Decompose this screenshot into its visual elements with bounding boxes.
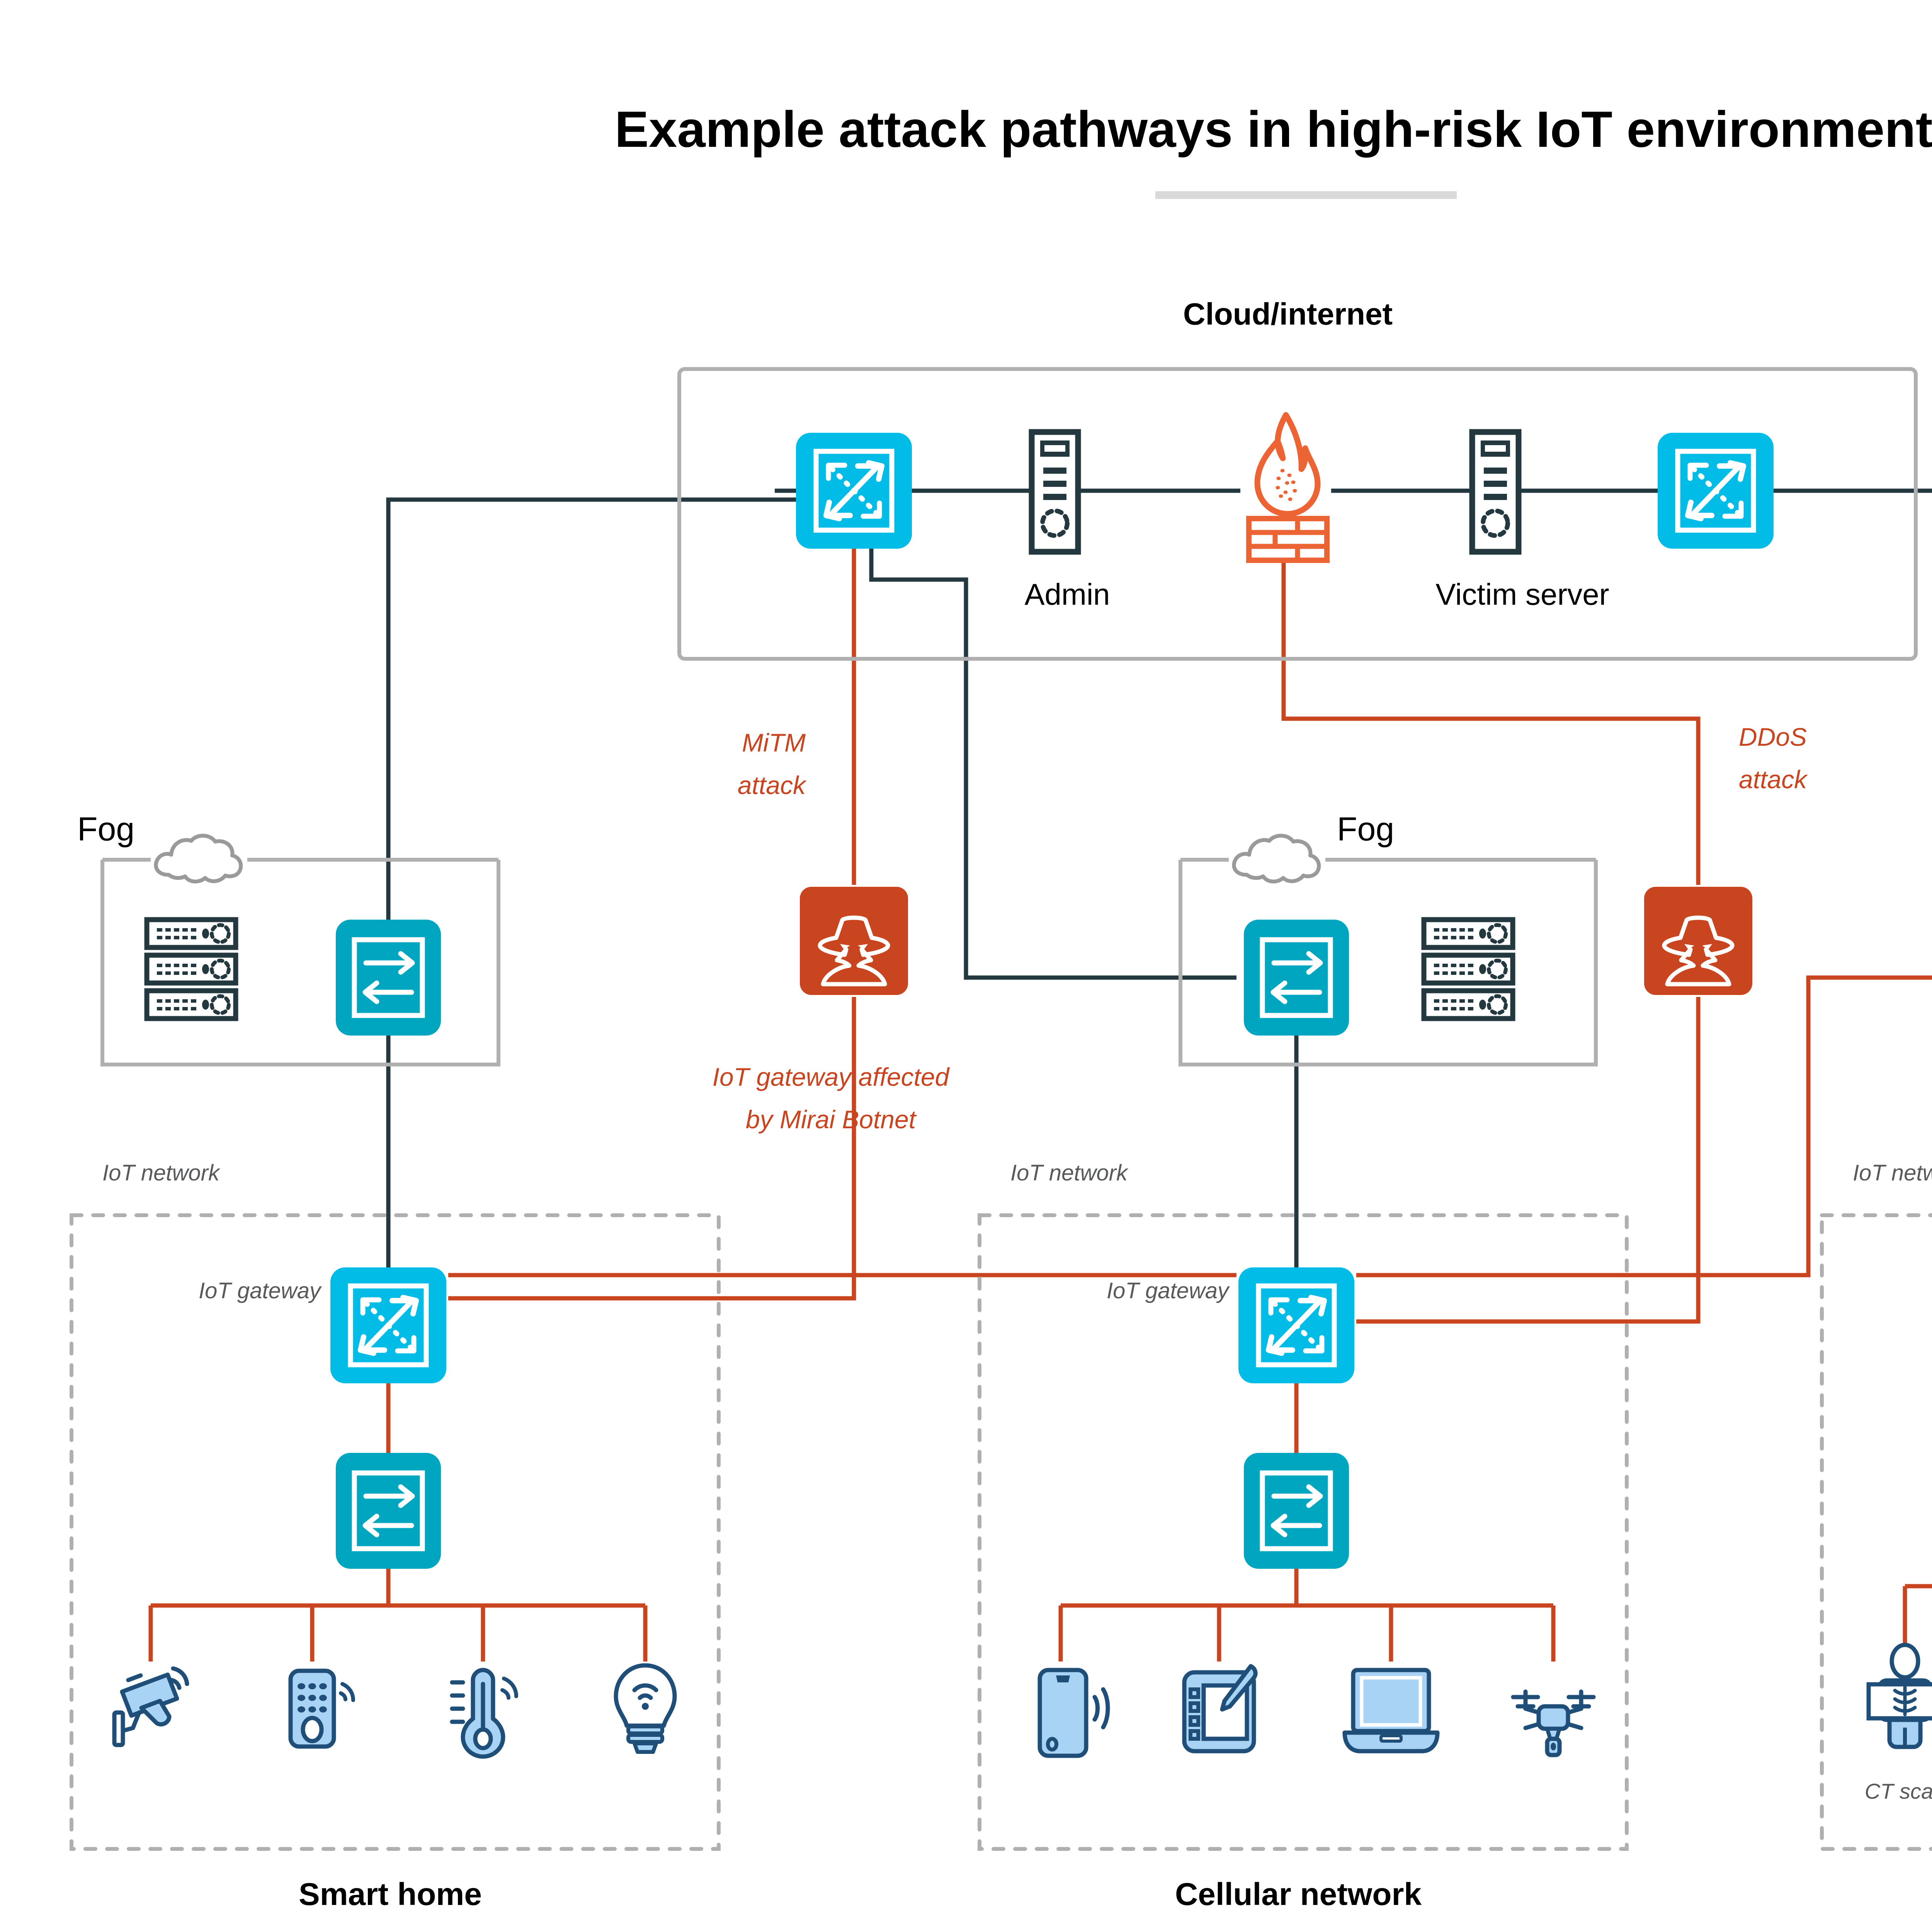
admin-server-icon[interactable] bbox=[1032, 432, 1078, 552]
cellular-iot-gateway[interactable] bbox=[1238, 1267, 1354, 1383]
device-graphics-tablet[interactable] bbox=[1184, 1666, 1255, 1751]
healthcare-network: IoT network IoT gateway CT scan Ultrasou… bbox=[1820, 1160, 1932, 1851]
ddos-label-line1: DDoS bbox=[1739, 723, 1807, 751]
cellular-switch[interactable] bbox=[1244, 1453, 1349, 1569]
device-tree-cellular bbox=[1058, 1569, 1556, 1662]
device-laptop[interactable] bbox=[1345, 1670, 1437, 1751]
smart-home-network-label: IoT network bbox=[102, 1160, 221, 1185]
device-smartphone[interactable] bbox=[1040, 1670, 1108, 1756]
smart-home-boundary bbox=[70, 1213, 721, 1851]
admin-server-label: Admin bbox=[1024, 577, 1110, 611]
mirai-botnet-note: IoT gateway affected by Mirai Botnet bbox=[713, 1063, 950, 1134]
ddos-attack-label: DDoS attack bbox=[1739, 723, 1808, 794]
fog-left-cloud-icon bbox=[156, 836, 241, 882]
device-smart-bulb[interactable] bbox=[616, 1665, 675, 1752]
smart-home-gateway-label: IoT gateway bbox=[199, 1278, 322, 1303]
fog-middle-server-rack[interactable] bbox=[1424, 920, 1513, 1019]
attacker-left[interactable] bbox=[800, 887, 908, 995]
device-tree-health bbox=[1903, 1584, 1932, 1644]
connection-links bbox=[148, 488, 1932, 1662]
cellular-gateway-label: IoT gateway bbox=[1107, 1278, 1230, 1303]
fog-middle: Fog bbox=[1179, 811, 1598, 1066]
mitm-label-line2: attack bbox=[738, 771, 807, 799]
fog-left-switch[interactable] bbox=[336, 920, 441, 1036]
cellular-bottom-label: Cellular network bbox=[1175, 1877, 1422, 1912]
device-security-camera[interactable] bbox=[114, 1668, 187, 1745]
fog-left-server-rack[interactable] bbox=[147, 920, 236, 1019]
link-ddos-firewall-to-attacker bbox=[1281, 560, 1701, 885]
device-tree-home bbox=[148, 1569, 648, 1662]
healthcare-network-label: IoT network bbox=[1853, 1160, 1932, 1185]
link-foghealth-to-gateway-cellular bbox=[1356, 975, 1932, 1277]
cellular-network-label: IoT network bbox=[1010, 1160, 1129, 1185]
fog-middle-box bbox=[1179, 858, 1598, 1066]
fog-left: Fog bbox=[77, 811, 500, 1066]
mirai-note-line2: by Mirai Botnet bbox=[746, 1105, 917, 1134]
cloud-boundary-box bbox=[677, 367, 1918, 661]
fog-middle-cloud-icon bbox=[1234, 836, 1319, 882]
ddos-label-line2: attack bbox=[1739, 765, 1808, 794]
ct-scan-label: CT scan bbox=[1865, 1779, 1932, 1803]
fog-left-box bbox=[100, 858, 500, 1066]
attacker-right[interactable] bbox=[1644, 887, 1752, 995]
mitm-label-line1: MiTM bbox=[742, 728, 806, 757]
cloud-router-right[interactable] bbox=[1658, 433, 1774, 549]
device-smart-remote[interactable] bbox=[291, 1671, 353, 1747]
smart-home-switch[interactable] bbox=[336, 1453, 441, 1569]
device-drone[interactable] bbox=[1513, 1692, 1594, 1755]
link-cloudrouter-to-fogleft bbox=[386, 497, 796, 920]
cellular-boundary bbox=[978, 1213, 1629, 1851]
smart-home-bottom-label: Smart home bbox=[299, 1877, 482, 1912]
firewall-icon[interactable] bbox=[1249, 415, 1327, 560]
device-ct-scan[interactable] bbox=[1869, 1645, 1932, 1747]
cloud-router-left[interactable] bbox=[796, 433, 912, 549]
healthcare-boundary bbox=[1820, 1213, 1932, 1851]
fog-middle-label: Fog bbox=[1337, 811, 1394, 848]
mirai-note-line1: IoT gateway affected bbox=[713, 1063, 950, 1091]
link-cloudrouter-to-fogmiddle bbox=[869, 541, 1236, 980]
title-divider bbox=[1155, 191, 1457, 199]
fog-left-label: Fog bbox=[77, 811, 134, 848]
fog-middle-switch[interactable] bbox=[1244, 920, 1349, 1036]
page-title: Example attack pathways in high-risk IoT… bbox=[615, 101, 1932, 158]
smart-home-iot-gateway[interactable] bbox=[330, 1267, 446, 1383]
cloud-section-heading: Cloud/internet bbox=[1183, 297, 1393, 331]
device-smart-thermostat[interactable] bbox=[452, 1670, 516, 1757]
cloud-internet-section: Cloud/internet Admin Victim server bbox=[677, 297, 1918, 661]
link-cloudrouter2-to-fogright bbox=[1774, 488, 1932, 493]
smart-home-network: IoT network IoT gateway Smart home bbox=[70, 1160, 721, 1912]
link-attacker-to-gateway-cellular bbox=[1356, 997, 1701, 1324]
victim-server-icon[interactable] bbox=[1472, 432, 1519, 552]
victim-server-label: Victim server bbox=[1435, 577, 1609, 611]
mitm-attack-label: MiTM attack bbox=[738, 728, 807, 799]
cellular-network: IoT network IoT gateway Cellular network bbox=[978, 1160, 1629, 1912]
link-attacker-to-gateway-home bbox=[448, 997, 856, 1301]
